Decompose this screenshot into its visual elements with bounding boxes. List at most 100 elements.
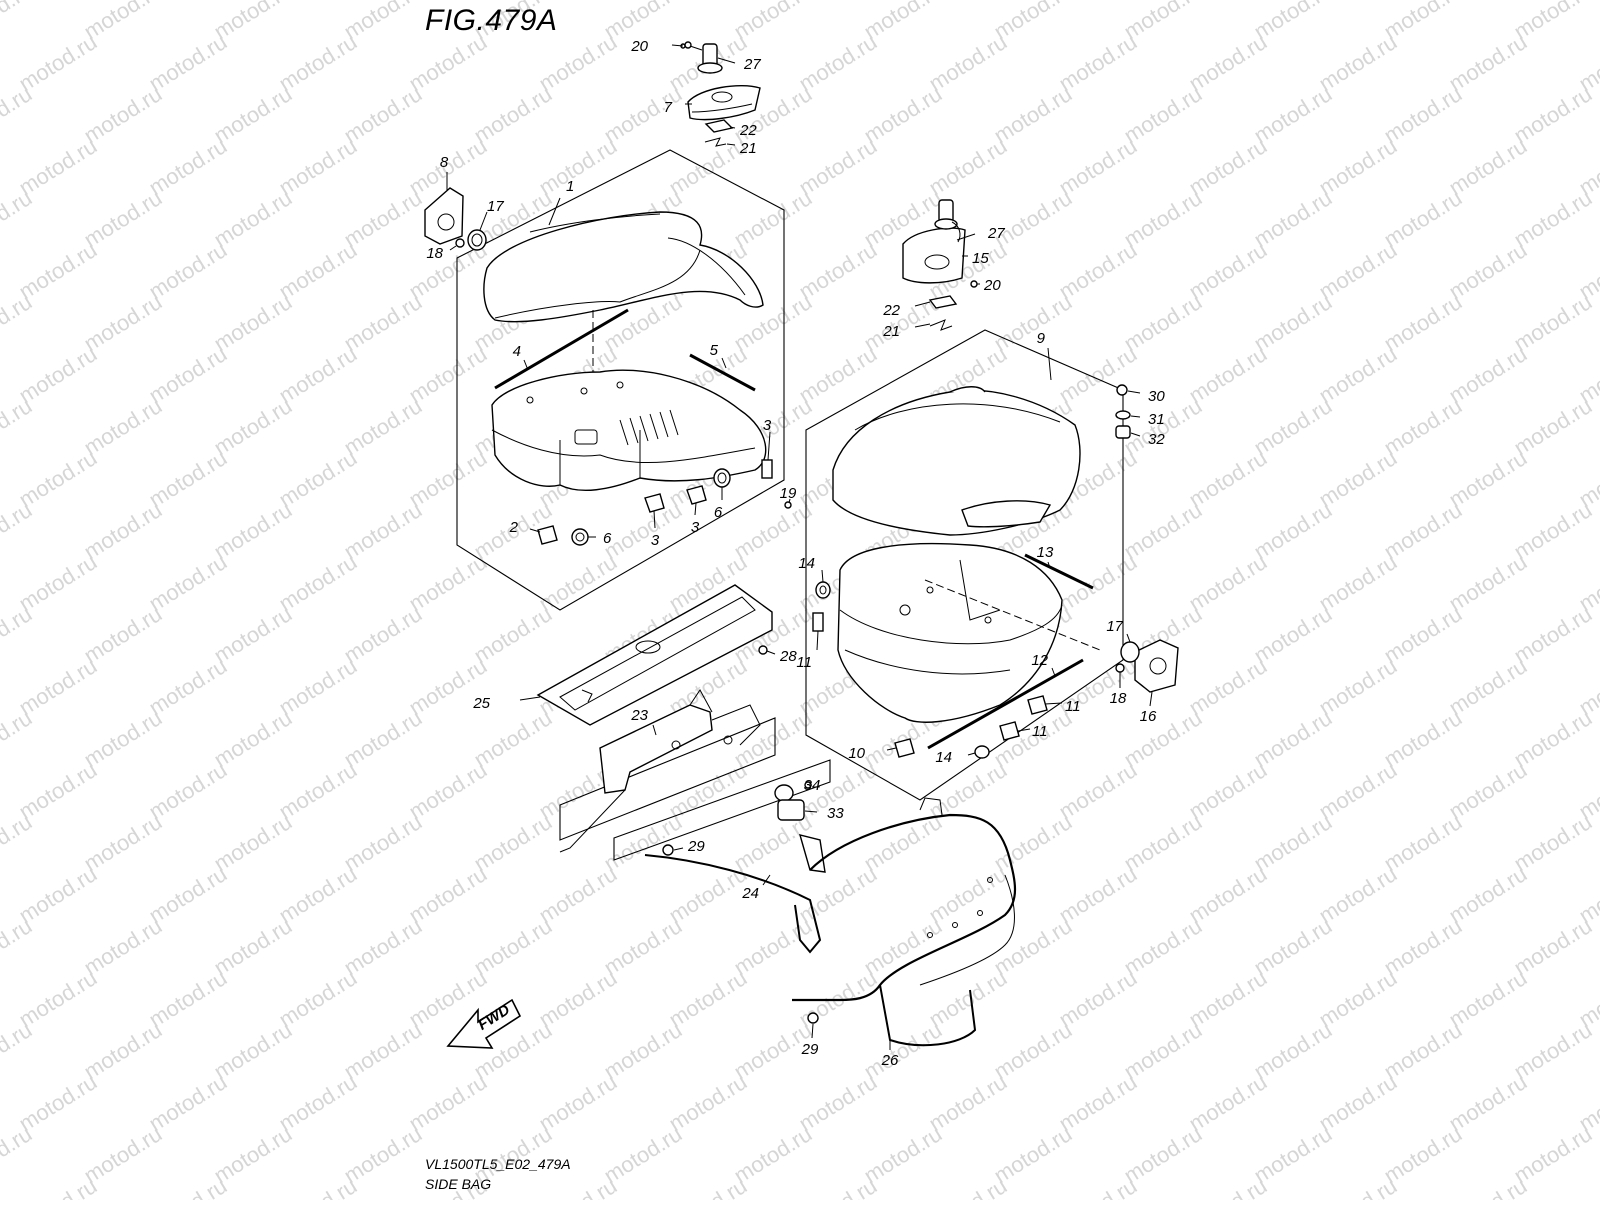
watermark-text: motod.ru	[144, 133, 231, 200]
watermark-text: motod.ru	[859, 81, 946, 148]
watermark-text: motod.ru	[1379, 81, 1466, 148]
leader-c14b	[967, 752, 976, 756]
leader-lines	[446, 44, 1153, 1050]
watermark-text: motod.ru	[1119, 497, 1206, 564]
part-14-grommet-b	[974, 745, 990, 759]
part-2-clip	[537, 525, 558, 545]
watermark-text: motod.ru	[274, 1173, 361, 1200]
watermark-text: motod.ru	[794, 1069, 881, 1136]
watermark-text: motod.ru	[274, 861, 361, 928]
watermark-text: motod.ru	[1249, 393, 1336, 460]
watermark-text: motod.ru	[404, 29, 491, 96]
callout-c18b: 18	[1110, 690, 1127, 707]
watermark-text: motod.ru	[1249, 913, 1336, 980]
part-29-bolt-a	[662, 844, 674, 856]
watermark-text: motod.ru	[1184, 237, 1271, 304]
leader-c5	[721, 357, 727, 369]
watermark-text: motod.ru	[1509, 497, 1596, 564]
watermark-text: motod.ru	[599, 1121, 686, 1188]
watermark-text: motod.ru	[1444, 861, 1531, 928]
watermark-text: motod.ru	[1184, 29, 1271, 96]
callout-c26: 26	[881, 1052, 899, 1069]
watermark-text: motod.ru	[14, 757, 101, 824]
callout-c16: 16	[1140, 708, 1157, 725]
watermark-text: motod.ru	[1314, 1173, 1401, 1200]
watermark-text: motod.ru	[1184, 861, 1271, 928]
watermark-text: motod.ru	[469, 809, 556, 876]
watermark-text: motod.ru	[469, 601, 556, 668]
callout-c19: 19	[780, 485, 797, 502]
watermark-text: motod.ru	[339, 913, 426, 980]
watermark-text: motod.ru	[1119, 809, 1206, 876]
watermark-text: motod.ru	[664, 1069, 751, 1136]
leader-c9	[1047, 347, 1052, 381]
watermark-text: motod.ru	[1184, 757, 1271, 824]
watermark-text: motod.ru	[144, 341, 231, 408]
part-7-latch-cover	[687, 85, 761, 121]
watermark-text: motod.ru	[339, 1017, 426, 1084]
watermark-text: motod.ru	[1314, 757, 1401, 824]
callout-c34: 34	[804, 777, 821, 794]
watermark-text: motod.ru	[209, 705, 296, 772]
watermark-text: motod.ru	[79, 809, 166, 876]
part-19-pin	[784, 501, 792, 509]
callout-c21a: 21	[739, 140, 757, 157]
watermark-text: motod.ru	[729, 185, 816, 252]
part-29-bolt-b	[807, 1012, 819, 1024]
leader-c18a	[449, 245, 457, 251]
watermark-text: motod.ru	[14, 237, 101, 304]
leader-c23	[652, 724, 657, 736]
watermark-text: motod.ru	[1444, 341, 1531, 408]
callout-c23: 23	[630, 707, 648, 724]
watermark-text: motod.ru	[924, 965, 1011, 1032]
watermark-text: motod.ru	[79, 705, 166, 772]
part-13-trim-strip	[1024, 553, 1094, 590]
watermark-text: motod.ru	[79, 1017, 166, 1084]
watermark-text: motod.ru	[339, 81, 426, 148]
watermark-text: motod.ru	[1379, 393, 1466, 460]
watermark-text: motod.ru	[404, 549, 491, 616]
watermark-text: motod.ru	[14, 549, 101, 616]
watermark-text: motod.ru	[209, 601, 296, 668]
leader-c31	[1130, 415, 1141, 418]
watermark-text: motod.ru	[664, 965, 751, 1032]
watermark-text: motod.ru	[144, 445, 231, 512]
watermark-text: motod.ru	[209, 809, 296, 876]
watermark-text: motod.ru	[339, 497, 426, 564]
leader-c22a	[729, 126, 736, 129]
watermark-text: motod.ru	[1119, 705, 1206, 772]
right-bag-body	[837, 542, 1063, 723]
watermark-text: motod.ru	[14, 445, 101, 512]
watermark-text: motod.ru	[14, 653, 101, 720]
watermark-text: motod.ru	[859, 1017, 946, 1084]
callout-c6b: 6	[603, 530, 612, 547]
callout-c1: 1	[566, 178, 574, 195]
watermark-text: motod.ru	[1444, 445, 1531, 512]
watermark-text: motod.ru	[1444, 237, 1531, 304]
watermark-text: motod.ru	[794, 965, 881, 1032]
leader-c27b	[956, 233, 976, 241]
watermark-text: motod.ru	[1119, 1017, 1206, 1084]
bracket-23-frame	[559, 717, 776, 841]
watermark-text: motod.ru	[14, 1173, 101, 1200]
part-26-guard-frame	[792, 797, 1017, 1047]
watermark-text: motod.ru	[534, 29, 621, 96]
leader-c25	[519, 696, 541, 701]
watermark-text: motod.ru	[859, 809, 946, 876]
callout-c2: 2	[509, 519, 519, 536]
watermark-text: motod.ru	[404, 341, 491, 408]
watermark-text: motod.ru	[1249, 497, 1336, 564]
watermark-text: motod.ru	[1054, 965, 1141, 1032]
watermark-text: motod.ru	[1119, 913, 1206, 980]
watermark-text: motod.ru	[404, 1069, 491, 1136]
part-17-seal-right	[1120, 641, 1140, 663]
watermark-text: motod.ru	[1119, 185, 1206, 252]
callout-c33: 33	[827, 805, 844, 822]
part-14-grommet-a	[815, 581, 831, 599]
watermark-text: motod.ru	[1054, 549, 1141, 616]
watermark-text: motod.ru	[274, 133, 361, 200]
callout-c29b: 29	[801, 1041, 819, 1058]
